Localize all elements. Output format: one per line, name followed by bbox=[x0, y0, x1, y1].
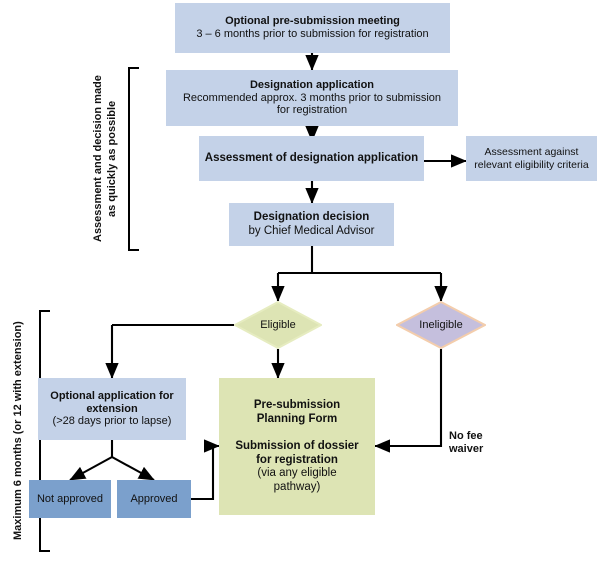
node-line-1: Assessment against bbox=[484, 146, 579, 159]
edge-ineligible-to-submission bbox=[374, 349, 443, 453]
node-label: Eligible bbox=[260, 319, 296, 331]
node-heading-line-1: Pre-submission bbox=[253, 399, 341, 411]
bracket-top bbox=[128, 67, 139, 251]
node-subtitle-line-1: (via any eligible bbox=[257, 467, 337, 480]
bracket-label-assessment-speed: Assessment and decision made as quickly … bbox=[92, 75, 118, 243]
node-label: Not approved bbox=[36, 492, 104, 505]
node-assessment-against-criteria[interactable]: Assessment against relevant eligibility … bbox=[466, 136, 597, 181]
node-pre-submission-meeting[interactable]: Optional pre-submission meeting 3 – 6 mo… bbox=[175, 3, 450, 53]
node-optional-application-for-extension[interactable]: Optional application for extension (>28 … bbox=[38, 378, 186, 440]
node-label: Approved bbox=[130, 492, 178, 505]
node-subtitle: by Chief Medical Advisor bbox=[248, 224, 375, 237]
diamond-shape-eligible bbox=[234, 301, 322, 349]
edge-extension-to-approved bbox=[111, 456, 155, 481]
edge-label-no-fee-waiver: No fee waiver bbox=[449, 430, 484, 456]
node-submission-of-dossier[interactable]: Pre-submission Planning Form Submission … bbox=[219, 378, 375, 515]
node-not-approved[interactable]: Not approved bbox=[29, 480, 111, 518]
node-heading-line-2: Planning Form bbox=[256, 412, 338, 425]
node-designation-application[interactable]: Designation application Recommended appr… bbox=[166, 70, 458, 126]
node-title-line-2: for registration bbox=[256, 453, 338, 466]
node-title: Assessment of designation application bbox=[204, 151, 419, 164]
edge-extension-to-not-approved bbox=[69, 456, 113, 481]
node-approved[interactable]: Approved bbox=[117, 480, 191, 518]
node-line-2: relevant eligibility criteria bbox=[474, 158, 589, 171]
node-eligible-decision[interactable]: Eligible bbox=[234, 301, 322, 349]
diamond-shape-ineligible bbox=[396, 301, 486, 349]
node-title: Designation application bbox=[249, 78, 375, 91]
node-title-line-1: Submission of dossier bbox=[235, 440, 359, 453]
bracket-label-maximum-duration: Maximum 6 months (or 12 with extension) bbox=[12, 321, 24, 541]
node-subtitle-line-2: pathway) bbox=[273, 480, 321, 493]
node-title: Optional pre-submission meeting bbox=[225, 15, 400, 28]
node-designation-decision[interactable]: Designation decision by Chief Medical Ad… bbox=[229, 203, 394, 246]
node-title-line-2: extension bbox=[86, 402, 138, 415]
node-subtitle: 3 – 6 months prior to submission for reg… bbox=[196, 28, 429, 40]
edge-approved-to-submission bbox=[191, 439, 220, 501]
node-title-line-1: Optional application for bbox=[50, 389, 174, 402]
node-title: Designation decision bbox=[253, 210, 370, 223]
node-subtitle: Recommended approx. 3 months prior to su… bbox=[182, 91, 441, 117]
node-subtitle: (>28 days prior to lapse) bbox=[52, 415, 172, 428]
node-assessment-of-designation-application[interactable]: Assessment of designation application bbox=[199, 136, 424, 181]
node-label: Ineligible bbox=[419, 319, 463, 331]
node-ineligible-decision[interactable]: Ineligible bbox=[396, 301, 486, 349]
